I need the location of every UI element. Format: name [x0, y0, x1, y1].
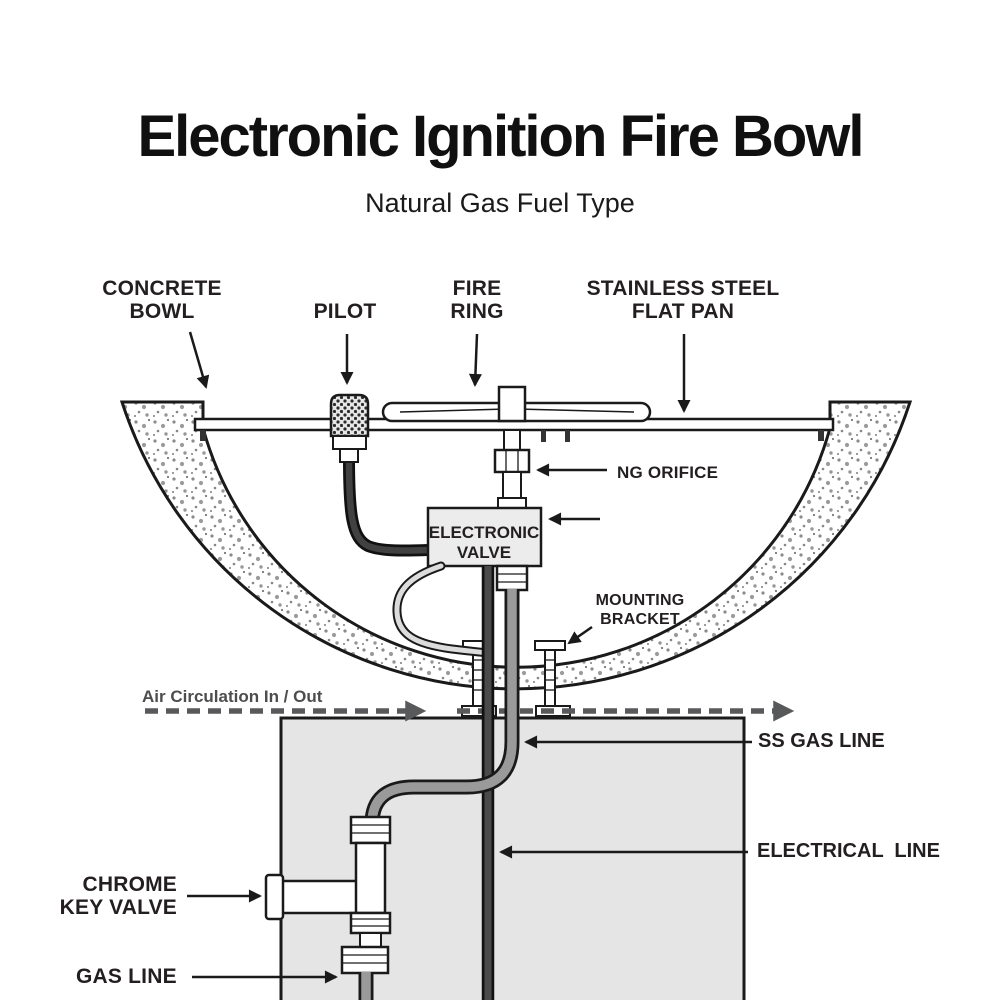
ng-orifice-nut	[493, 448, 531, 474]
callout-stainless-pan: STAINLESS STEEL FLAT PAN	[587, 277, 780, 323]
callout-stainless-pan-line2: FLAT PAN	[631, 300, 735, 323]
electronic-valve-label: ELECTRONIC VALVE	[429, 523, 540, 563]
callout-ss-gas-line: SS GAS LINE	[758, 730, 885, 752]
pan-screw-right	[818, 430, 824, 441]
callout-gas-line: GAS LINE	[76, 965, 177, 988]
callout-arrows	[187, 331, 752, 984]
callout-fire-ring: FIRE RING	[450, 277, 503, 323]
callout-fire-ring-line2: RING	[450, 300, 504, 323]
concrete-bowl-arrow	[188, 331, 210, 389]
ng-orifice-assembly	[493, 429, 531, 511]
fire-ring-hub	[497, 385, 527, 423]
callout-ng-orifice: NG ORIFICE	[617, 463, 719, 482]
mounting-bracket-arrow	[567, 625, 593, 645]
pan-screw-left	[200, 430, 206, 441]
callout-chrome-key-valve-line1: CHROME	[82, 873, 177, 896]
valve-outlet-nut	[495, 564, 529, 592]
callout-mounting-bracket: MOUNTING BRACKET	[596, 591, 685, 629]
callout-chrome-key-valve-line2: KEY VALVE	[59, 896, 177, 919]
callout-concrete-bowl-line1: CONCRETE	[102, 277, 222, 300]
callout-mounting-bracket-line2: BRACKET	[600, 611, 680, 628]
callout-mounting-bracket-line1: MOUNTING	[595, 592, 685, 609]
fire-ring-arrow	[468, 333, 482, 387]
electronic-valve-label-line2: VALVE	[456, 543, 512, 562]
page-subtitle: Natural Gas Fuel Type	[365, 188, 635, 218]
callout-pilot: PILOT	[313, 300, 377, 323]
callout-stainless-pan-line1: STAINLESS STEEL	[586, 277, 780, 300]
callout-fire-ring-line1: FIRE	[452, 277, 502, 300]
pan-bolt-center-b	[565, 430, 570, 442]
key-valve-stem	[264, 873, 285, 921]
electronic-valve-label-line1: ELECTRONIC	[428, 523, 540, 542]
pilot-shape	[329, 393, 370, 463]
concrete-bowl-shape	[119, 400, 913, 691]
callout-chrome-key-valve: CHROME KEY VALVE	[60, 873, 177, 919]
ss-gas-line-shape	[364, 589, 520, 825]
callout-electrical-line: ELECTRICAL LINE	[757, 840, 940, 862]
callout-air-circulation: Air Circulation In / Out	[142, 687, 323, 706]
callout-concrete-bowl: CONCRETE BOWL	[102, 277, 221, 323]
fire-ring-shape	[381, 385, 652, 423]
page-title: Electronic Ignition Fire Bowl	[137, 104, 864, 169]
callout-concrete-bowl-line2: BOWL	[129, 300, 195, 323]
chrome-key-valve-shape	[264, 815, 392, 975]
pan-bolt-center-a	[541, 430, 546, 442]
